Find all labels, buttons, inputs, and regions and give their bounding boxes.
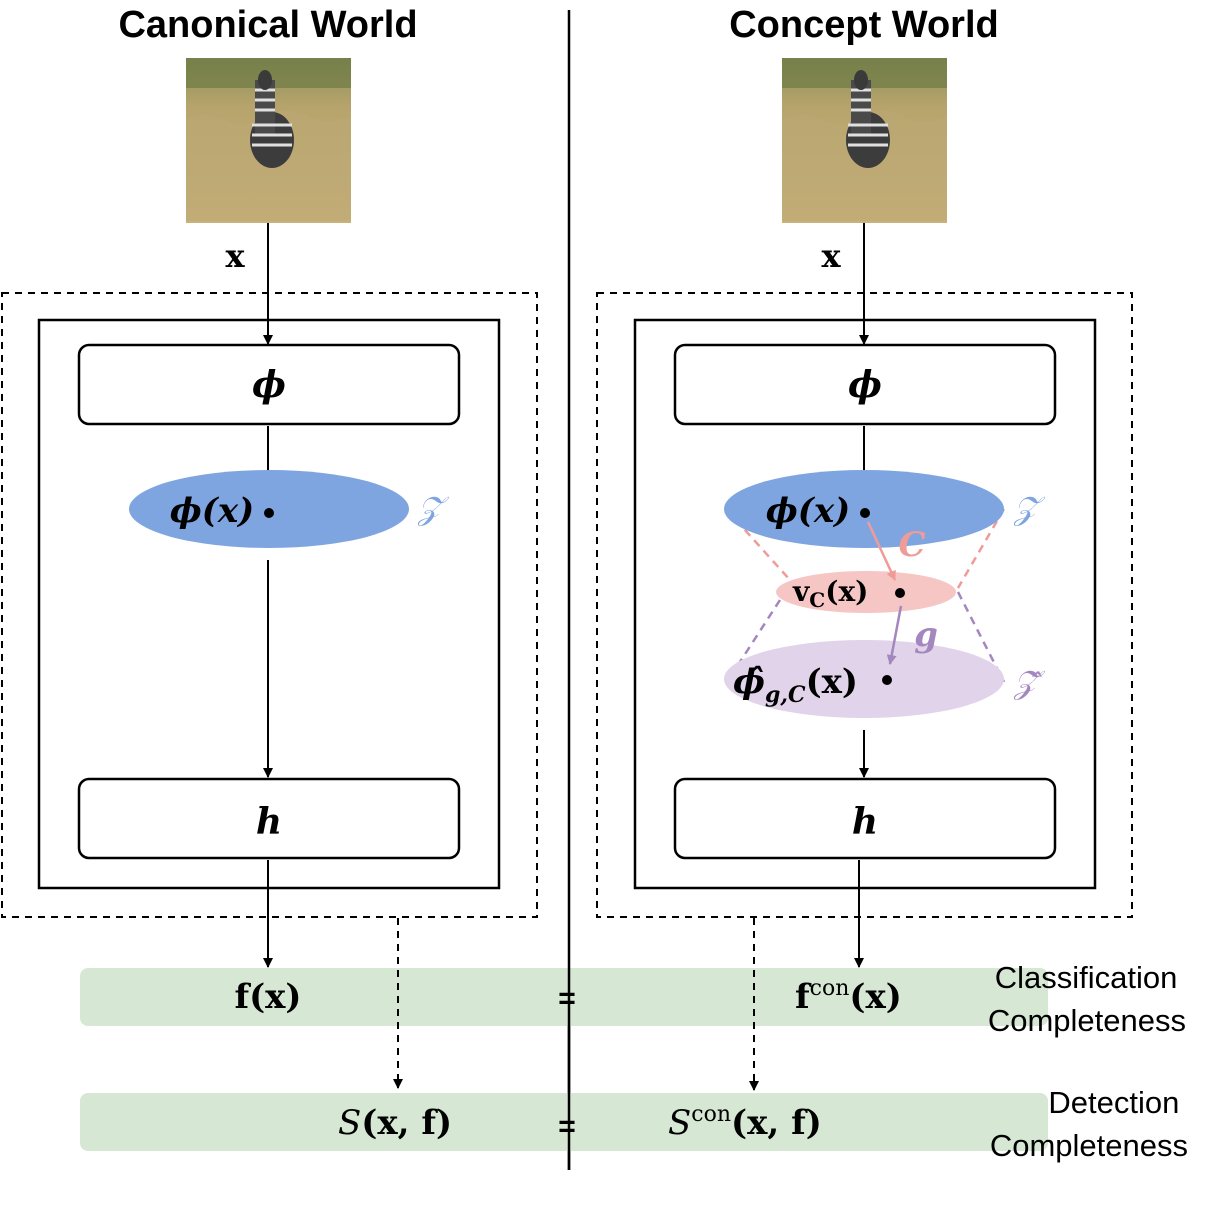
detection-band	[80, 1093, 1048, 1151]
reconstructed-space-symbol: 𝒵̂	[1013, 663, 1046, 701]
reconstructed-point	[882, 675, 892, 685]
phi-x-label-right: ϕ(x)	[766, 491, 850, 531]
encoder-block-right	[673, 343, 1057, 426]
latent-point-right	[860, 508, 870, 518]
concept-projection-label: C	[898, 525, 925, 565]
g-map-arrow	[886, 605, 903, 665]
concept-vector-label: vC(x)	[792, 575, 868, 612]
latent-space-symbol-left: 𝒵	[417, 489, 450, 527]
funnel-line-red-right	[956, 508, 1006, 589]
funnel-line-purple-left	[725, 599, 782, 683]
encoder-block-left	[77, 343, 461, 426]
zebra-image-left	[186, 58, 351, 223]
phi-hat-label: ϕ̂g,C(x)	[733, 662, 858, 708]
classifier-dashed-box-left	[1, 292, 538, 918]
detection-completeness-label: Detection Completeness	[990, 1085, 1188, 1163]
g-map-label: g	[914, 615, 938, 655]
concept-projection-arrow	[866, 521, 897, 581]
head-block-left	[77, 777, 461, 860]
concept-point	[895, 588, 905, 598]
S-con-label: Scon(x, f)	[668, 1102, 822, 1143]
head-block-right	[673, 777, 1057, 860]
f-x-label: f(x)	[234, 977, 301, 1017]
phi-x-label-left: ϕ(x)	[170, 491, 254, 531]
concept-world-title: Concept World	[729, 4, 999, 46]
encoder-label-left: ϕ	[252, 364, 286, 406]
input-label-right: x	[821, 237, 841, 275]
classifier-dashed-box-right	[596, 292, 1133, 918]
classification-equals: =	[558, 982, 576, 1015]
detection-equals: =	[558, 1110, 576, 1143]
f-con-label: fcon(x)	[795, 976, 902, 1017]
reconstructed-latent-space	[724, 640, 1004, 718]
latent-space-symbol-right: 𝒵	[1013, 489, 1046, 527]
head-label-right: h	[852, 801, 878, 843]
latent-point-left	[264, 508, 274, 518]
canonical-world-title: Canonical World	[118, 4, 417, 46]
encoder-label-right: ϕ	[848, 364, 882, 406]
zebra-image-right	[782, 58, 947, 223]
classification-completeness-label: Classification Completeness	[988, 960, 1186, 1038]
concept-space	[776, 571, 956, 613]
S-label: S(x, f)	[338, 1103, 452, 1143]
head-label-left: h	[256, 801, 282, 843]
input-label-left: x	[225, 237, 245, 275]
classification-band	[80, 968, 1048, 1026]
